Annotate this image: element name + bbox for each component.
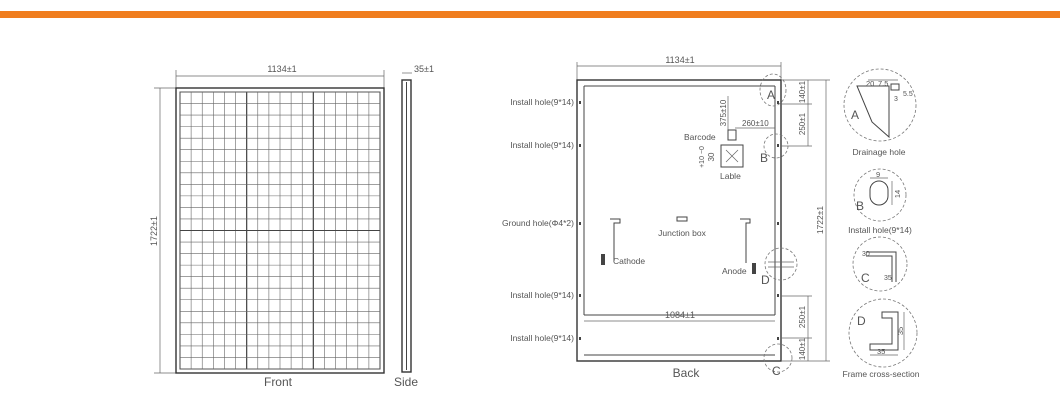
install-hole-mark [579,337,581,340]
header-accent-bar [0,11,1060,18]
detail-marker-b-circle [763,133,789,159]
ground-hole-mark [579,222,581,225]
detail-b-letter: B [856,199,864,213]
cathode-connector [601,254,605,265]
back-caption: Back [673,366,701,380]
detail-marker-c: C [772,364,781,378]
detail-a-circle [843,68,917,142]
detail-a: 20 7.5 5.5 3 A Drainage hole [843,68,917,157]
back-width-label: 1134±1 [665,55,694,65]
detail-a-letter: A [851,108,859,122]
detail-b-dim2: 14 [893,190,902,198]
anode-cable [740,218,751,263]
detail-b: 9 14 B Install hole(9*14) [848,168,912,235]
cathode-cable [610,218,621,261]
detail-c-dim2: 35 [884,275,892,282]
anode-label: Anode [722,266,747,276]
detail-b-dim1: 9 [876,170,880,179]
detail-marker-c-circle [763,343,793,373]
install-hole-label-2: Install hole(9*14) [510,140,574,150]
ground-hole-mark [777,222,779,225]
detail-a-frame-corner [856,85,890,139]
detail-c-corner-outer [866,251,897,282]
dim-140-top: 140±1 [798,80,807,103]
detail-c-dim1: 30 [862,251,870,258]
detail-marker-a: A [767,88,775,102]
detail-marker-a-circle [759,73,787,107]
install-hole-mark [579,294,581,297]
front-height-label: 1722±1 [149,216,159,246]
detail-c-corner-inner [866,255,893,282]
label-box [720,144,744,168]
label-30-dim: 30 [707,152,716,161]
detail-c: 30 35 C [852,236,908,292]
barcode-tab [727,129,737,141]
detail-d-caption: Frame cross-section [843,369,920,379]
lable-label: Lable [720,171,741,181]
detail-a-dim2: 7.5 [878,79,888,88]
detail-d-dim1: 35 [877,347,885,356]
install-hole-label-4: Install hole(9*14) [510,333,574,343]
back-height-label: 1722±1 [815,206,825,235]
detail-a-dim3: 5.5 [903,91,913,98]
install-hole-mark [777,101,779,104]
install-hole-mark [579,101,581,104]
barcode-label: Barcode [684,132,716,142]
detail-d: 35 35 D Frame cross-section [843,298,920,379]
front-view: 1134±1 1722±1 Front [149,64,385,389]
dim-250-top: 250±1 [798,112,807,135]
detail-a-dim1: 20 [866,79,874,88]
dim-250-bottom: 250±1 [798,305,807,328]
front-width-label: 1134±1 [267,64,296,74]
detail-c-letter: C [861,271,870,285]
side-view: 35±1 Side [394,64,434,389]
detail-d-circle [848,298,918,368]
install-hole-label-3: Install hole(9*14) [510,290,574,300]
back-inner-width-label: 1084±1 [665,310,695,320]
detail-a-caption: Drainage hole [853,147,906,157]
dim-140-bottom: 140±1 [798,337,807,360]
install-hole-mark [777,337,779,340]
ground-hole-label: Ground hole(Φ4*2) [502,218,574,228]
side-frame [401,79,412,373]
anode-connector [752,263,756,274]
detail-b-slot [869,180,889,206]
detail-marker-d: D [761,273,770,287]
install-hole-mark [777,144,779,147]
detail-marker-b: B [760,151,768,165]
back-frame [576,79,782,362]
side-thickness-label: 35±1 [414,64,434,74]
back-hole-marks [579,101,779,340]
front-cell-grid [179,91,381,370]
front-frame [175,87,385,374]
detail-a-hole [890,83,900,91]
detail-d-dim2: 35 [896,327,905,335]
barcode-375-label: 375±10 [719,99,728,126]
cathode-label: Cathode [613,256,645,266]
install-hole-mark [579,144,581,147]
front-caption: Front [264,375,293,389]
barcode-260-label: 260±10 [742,119,769,128]
detail-d-letter: D [857,314,866,328]
label-30-tol: +10 −0 [699,146,706,168]
install-hole-mark [777,294,779,297]
detail-c-circle [852,236,908,292]
detail-a-dim4: 3 [894,96,898,103]
back-view: 1134±1 1084±1 Install hole(9*14) Install… [502,55,830,380]
junction-box-label: Junction box [658,228,706,238]
install-hole-label-1: Install hole(9*14) [510,97,574,107]
detail-b-caption: Install hole(9*14) [848,225,912,235]
detail-marker-d-circle [764,247,798,281]
detail-d-profile [869,311,899,351]
side-caption: Side [394,375,418,389]
detail-b-circle [853,168,907,222]
junction-box-center [676,216,688,222]
label-box-cross-2 [725,149,739,163]
